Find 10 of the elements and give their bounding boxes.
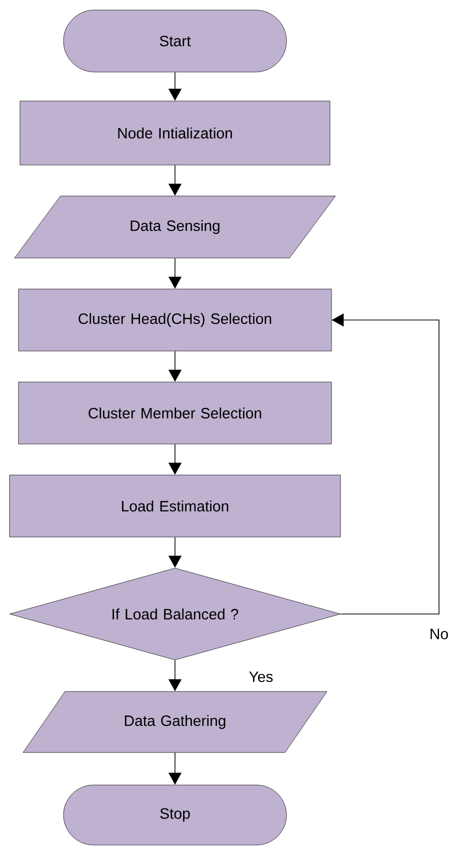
terminal-box: Start bbox=[63, 10, 287, 72]
process-box: Cluster Head(CHs) Selection bbox=[18, 288, 332, 352]
process-box: Cluster Member Selection bbox=[18, 382, 332, 444]
process-box: Load Estimation bbox=[9, 474, 341, 538]
terminal-box: Stop bbox=[63, 784, 287, 846]
edge-label: Yes bbox=[248, 670, 274, 684]
data-box: Data Gathering bbox=[22, 691, 328, 753]
data-box: Data Sensing bbox=[14, 196, 336, 258]
process-box: Node Intialization bbox=[20, 100, 330, 166]
edge-label: No bbox=[428, 628, 450, 640]
